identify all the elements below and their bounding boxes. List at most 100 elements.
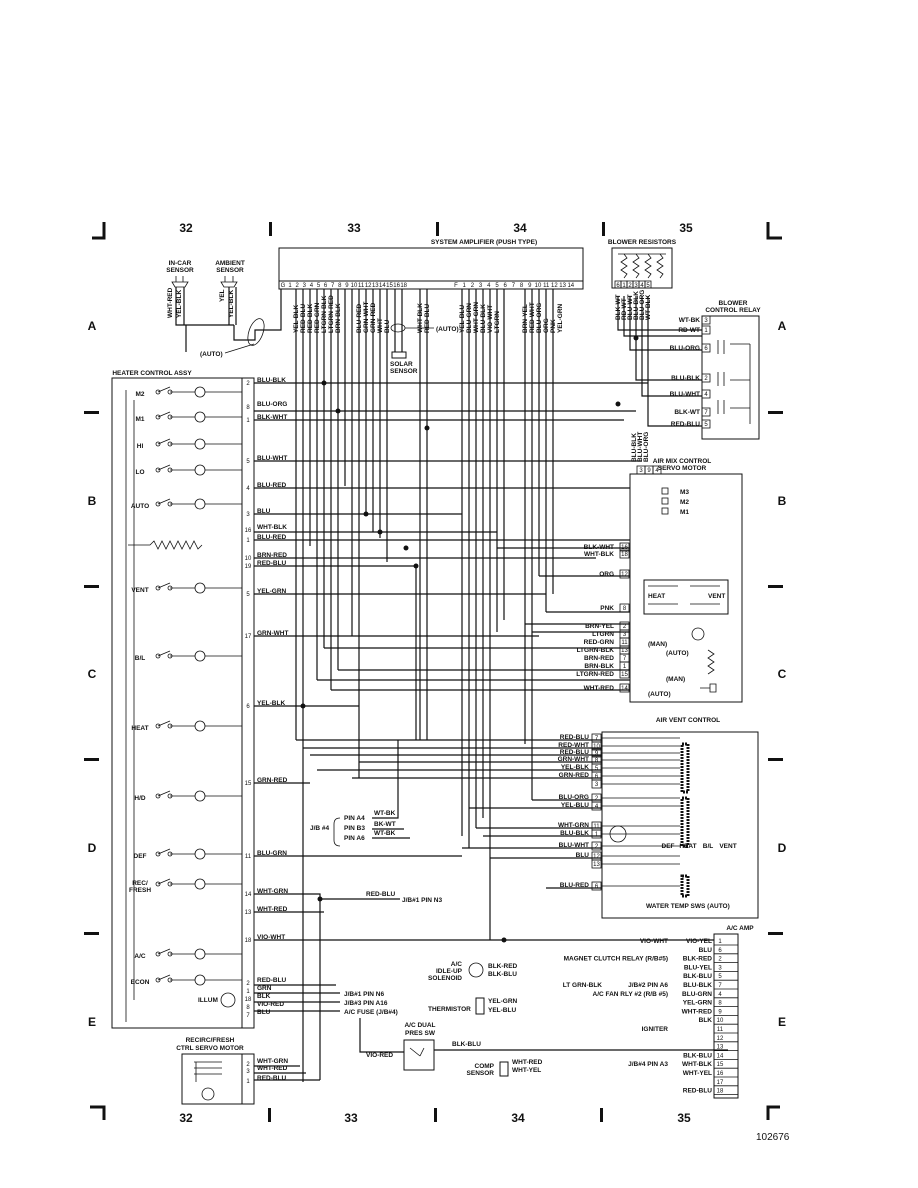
acamp-pin: 7: [718, 983, 722, 989]
switch-arm: [157, 464, 171, 471]
row-label-right: A: [778, 319, 787, 333]
indicator-led: [194, 411, 206, 423]
vent-pin: 12: [593, 854, 600, 860]
row-label-right: B: [778, 494, 787, 508]
hc-pin: 5: [246, 592, 250, 598]
svg-text:(AUTO): (AUTO): [648, 691, 671, 698]
recirc-pin: 3: [246, 1069, 250, 1075]
relay-pin-box: [701, 419, 711, 429]
hc-pin: 6: [246, 704, 250, 710]
vent-pin: 6: [595, 774, 599, 780]
hc-pin: 3: [246, 512, 250, 518]
airmix-wire: BRN-RED: [584, 655, 614, 662]
auto-label: (AUTO): [200, 351, 223, 358]
svg-text:BLK-BLU: BLK-BLU: [452, 1041, 481, 1048]
amp-pin: 10: [351, 283, 358, 289]
svg-text:PIN B3: PIN B3: [344, 825, 365, 832]
row-label-left: D: [88, 841, 97, 855]
grid-left: A B C D E: [84, 319, 99, 1029]
airmix-mode-box: [661, 497, 669, 505]
amp-pin: 10: [535, 283, 542, 289]
svg-text:CONTROL RELAY: CONTROL RELAY: [705, 307, 761, 314]
acamp-wire: VIO-YEL: [686, 938, 712, 945]
relay-pin-box: [701, 407, 711, 417]
svg-text:AIR VENT CONTROL: AIR VENT CONTROL: [656, 717, 720, 724]
indicator-led: [194, 948, 206, 960]
switch-arm: [157, 878, 171, 885]
hc-pin: 5: [246, 459, 250, 465]
hc-pin: 1: [246, 538, 250, 544]
hc-wire-label: BLU-RED: [257, 534, 287, 541]
indicator-led: [194, 438, 206, 450]
hc-pin: 1: [246, 418, 250, 424]
hc-pin: 14: [245, 892, 252, 898]
acamp-pin: 14: [717, 1053, 724, 1059]
svg-text:PRES SW: PRES SW: [405, 1030, 436, 1037]
heater-switch-label: H/D: [134, 795, 146, 802]
relay-pin-box: [701, 315, 711, 325]
vent-wire: BLU-BLK: [560, 830, 589, 837]
hc-pin: 19: [245, 564, 252, 570]
svg-text:ILLUM: ILLUM: [198, 997, 218, 1004]
svg-text:(AUTO): (AUTO): [666, 650, 689, 657]
vent-pin: 5: [595, 766, 599, 772]
amp-pin: 3: [479, 283, 483, 289]
svg-text:BLK-RED: BLK-RED: [488, 963, 518, 970]
airmix-mode: M1: [680, 509, 689, 516]
amp-pin: 11: [358, 283, 365, 289]
acamp-source: IGNITER: [642, 1026, 669, 1033]
heater-switch-label: HEAT: [131, 725, 148, 732]
indicator-led: [194, 582, 206, 594]
figure-number: 102676: [756, 1132, 790, 1143]
amp-pin: 4: [487, 283, 491, 289]
row-label-right: D: [778, 841, 787, 855]
switch-arm: [157, 650, 171, 657]
vent-wire: BLU-ORG: [559, 794, 589, 801]
vent-pin: 11: [593, 824, 600, 830]
vent-wire: GRN-WHT: [558, 756, 589, 763]
vent-pin: 3: [595, 782, 599, 788]
row-label-left: E: [88, 1015, 96, 1029]
row-label-right: E: [778, 1015, 786, 1029]
relay-pin: 3: [704, 318, 708, 324]
svg-text:WATER TEMP SWS (AUTO): WATER TEMP SWS (AUTO): [646, 903, 730, 910]
amp-pin: 1: [288, 283, 292, 289]
hc-wire-label: WHT-GRN: [257, 888, 288, 895]
amp-pin: 14: [567, 283, 574, 289]
acamp-wire: BLK: [699, 1017, 713, 1024]
heater-switch-label: A/C: [134, 953, 146, 960]
amp-pin: 14: [379, 283, 386, 289]
acamp-source: LT GRN-BLK: [563, 982, 603, 989]
heater-switch-label: B/L: [135, 655, 146, 662]
indicator-led: [194, 498, 206, 510]
amp-pin: 7: [331, 283, 335, 289]
col-label-bottom: 32: [179, 1111, 193, 1125]
sensor-wire-labels: WHT-RED YEL-BLK YEL YEL-BLK: [167, 287, 235, 318]
hc-pin: 1: [246, 989, 250, 995]
hc-wire-label: BRN-RED: [257, 552, 287, 559]
hc-pin: 10: [245, 556, 252, 562]
airmix-pin: 3: [623, 632, 627, 638]
switch-contact: [155, 881, 161, 887]
relay-pin-box: [701, 343, 711, 353]
airmix-wire: BRN-BLK: [584, 663, 614, 670]
svg-text:IN-CAR: IN-CAR: [169, 260, 192, 267]
svg-text:VENT: VENT: [708, 593, 725, 600]
switch-arm: [157, 411, 171, 418]
switch-contact: [155, 441, 161, 447]
acamp-pin: 4: [718, 992, 722, 998]
jb4: J/B #4 PIN A4 PIN B3 PIN A6 WT-BK BK-WT …: [310, 740, 410, 847]
hc-pin: 7: [246, 1013, 250, 1019]
relay-wire-label: BLK-WT: [674, 409, 700, 416]
vent-wire: BLU-WHT: [559, 842, 589, 849]
col-label-top: 35: [679, 221, 693, 235]
in-car-sensor: IN-CAR SENSOR: [166, 260, 194, 288]
switch-arm: [157, 720, 171, 727]
amp-pin: 13: [559, 283, 566, 289]
switch-contact: [155, 467, 161, 473]
comp-sensor: COMP SENSOR WHT-RED WHT-YEL: [467, 1059, 543, 1077]
hc-pin: 8: [246, 1005, 250, 1011]
